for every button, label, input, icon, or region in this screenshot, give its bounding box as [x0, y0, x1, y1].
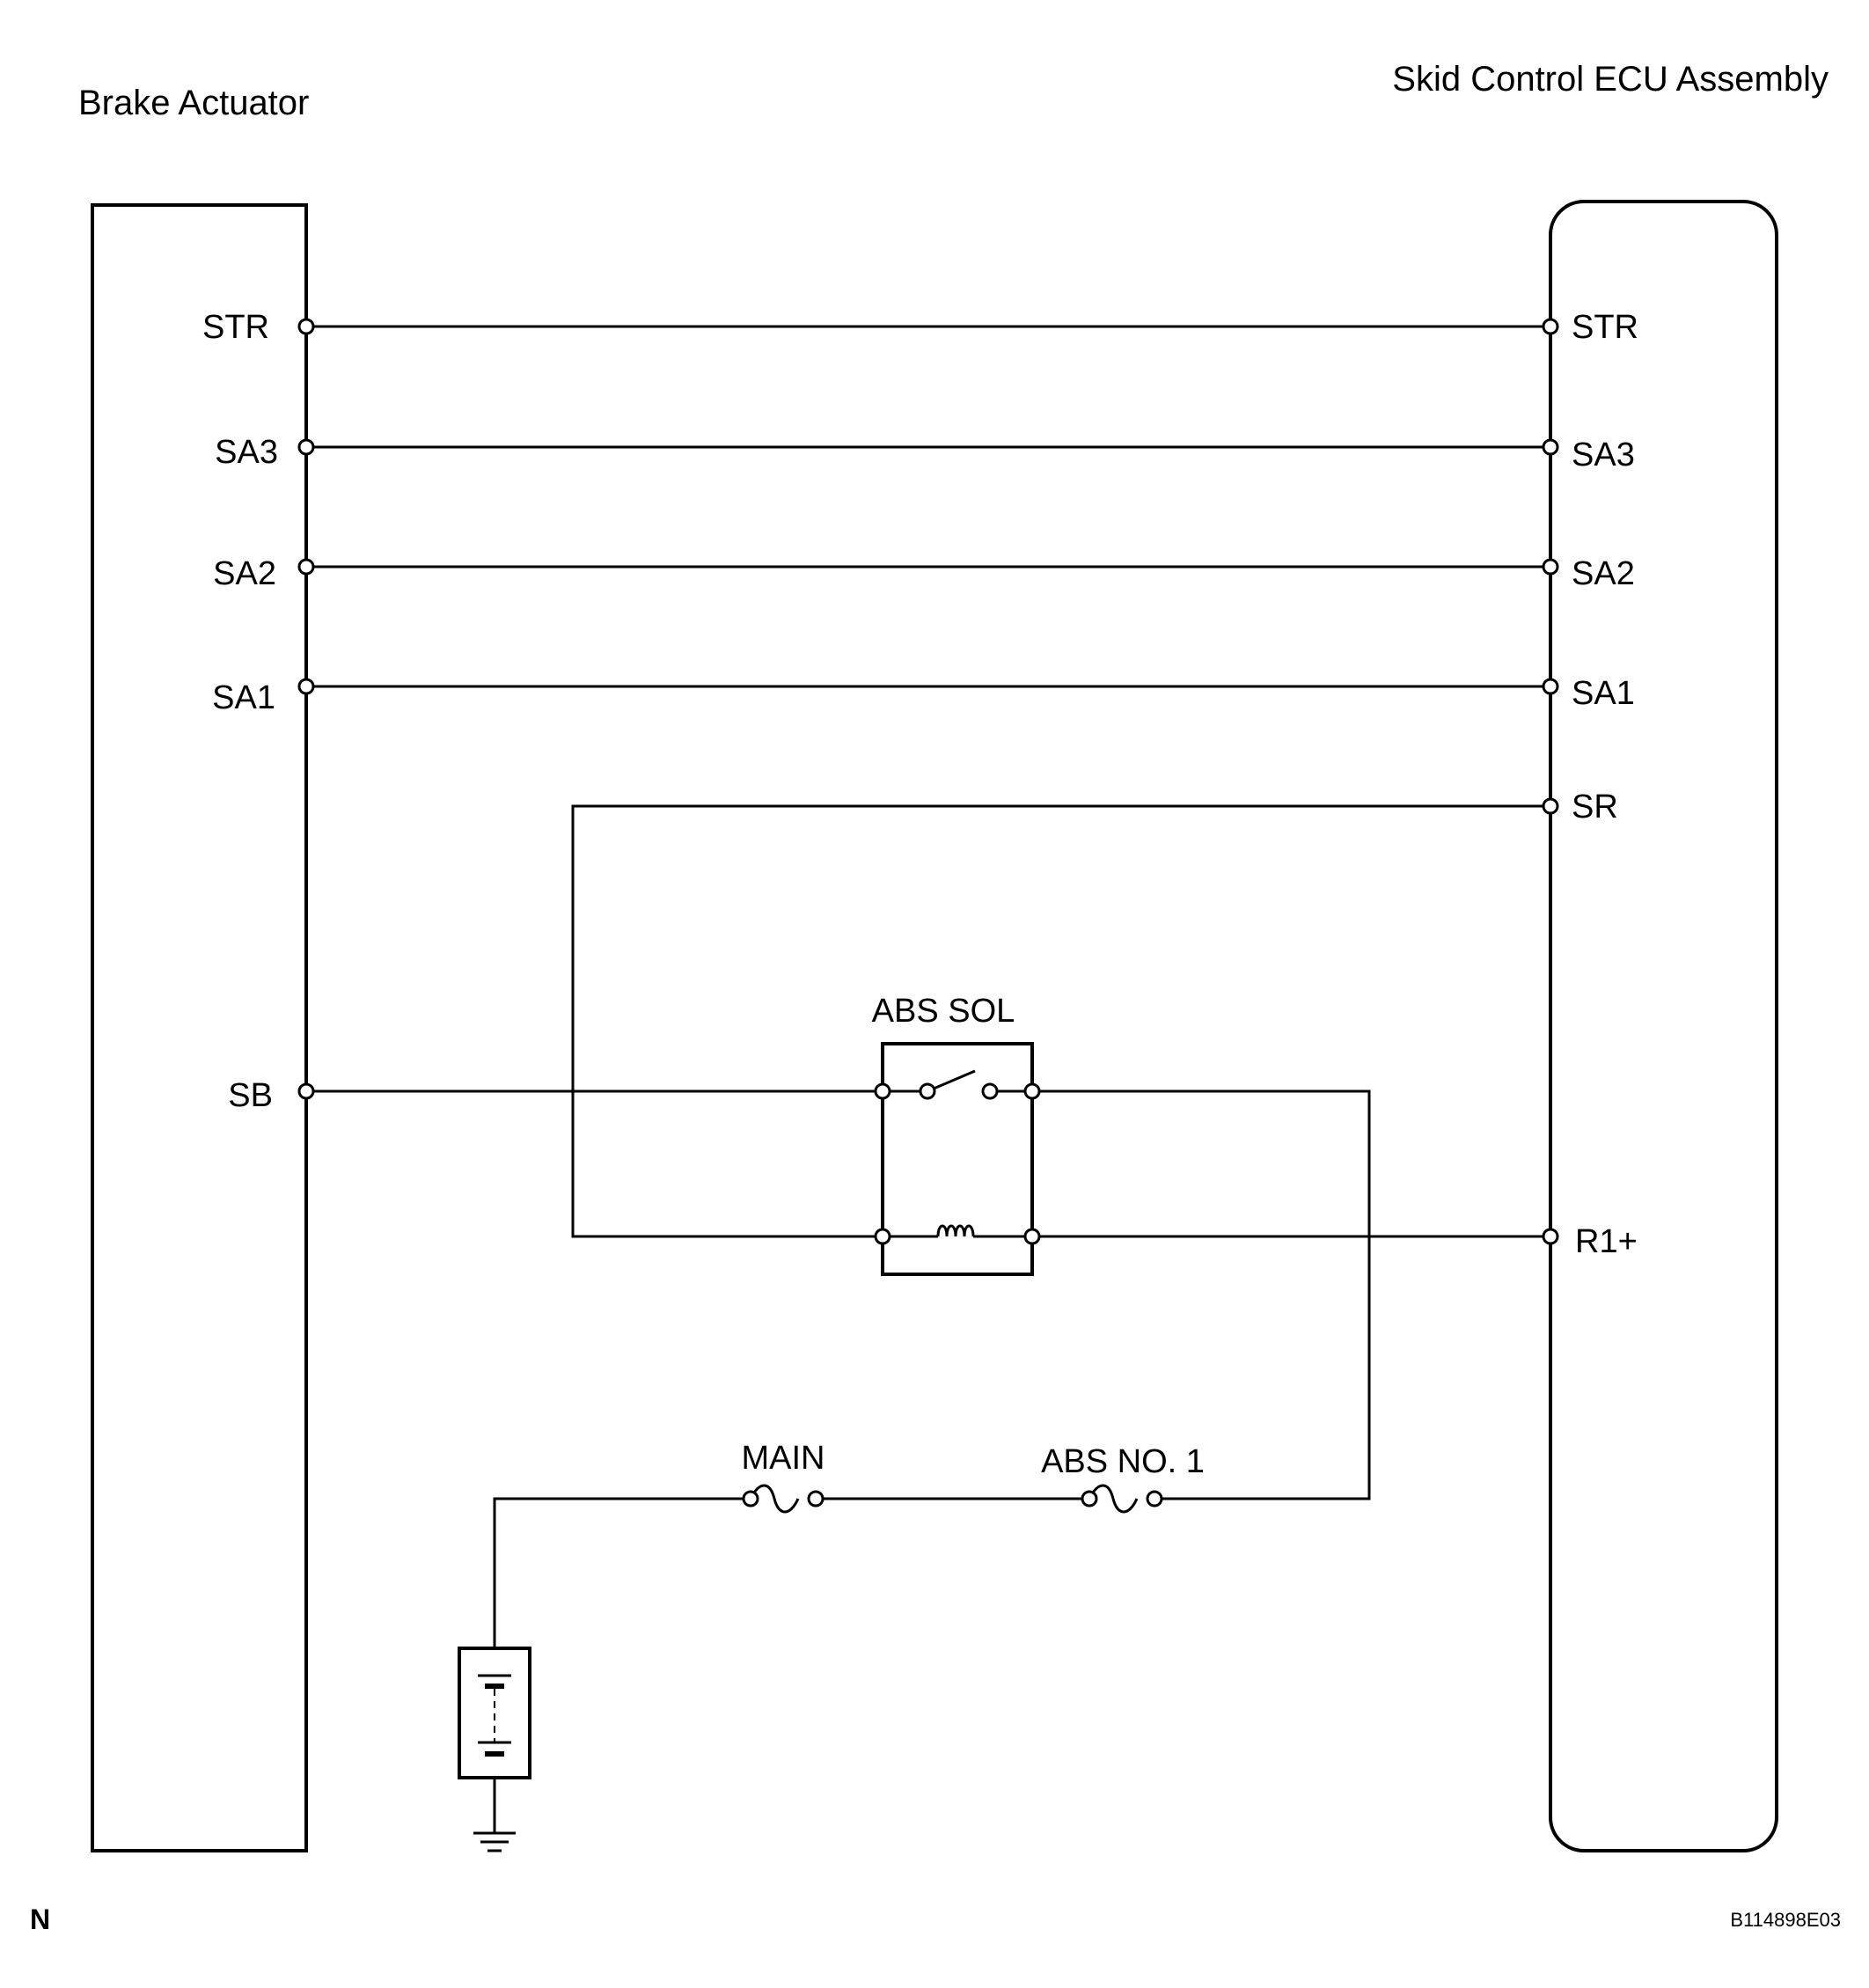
wire-sr	[571, 804, 1550, 1238]
relay-coil-icon	[936, 1224, 975, 1237]
relay-terminal-1	[874, 1082, 891, 1100]
actuator-terminal-sa3	[297, 438, 315, 456]
actuator-pin-sa1-label: SA1	[212, 679, 275, 716]
relay-switch-blade	[927, 1069, 976, 1093]
ecu-pin-sa3-label: SA3	[1572, 436, 1635, 473]
wire-main-to-battery	[493, 1497, 751, 1648]
figure-id: B114898E03	[1730, 1909, 1841, 1931]
relay-terminal-4	[1023, 1228, 1041, 1245]
footer-code: N	[30, 1904, 50, 1935]
abs-no1-fuse-icon	[1088, 1484, 1139, 1514]
main-fuse-terminal-right	[807, 1490, 825, 1508]
ecu-terminal-sa2	[1542, 558, 1559, 576]
relay-terminal-3	[874, 1228, 891, 1245]
relay-terminal-2	[1023, 1082, 1041, 1100]
abs-no1-fuse-terminal-right	[1146, 1490, 1163, 1508]
abs-no1-fuse-terminal-left	[1081, 1490, 1098, 1508]
relay-box	[881, 1042, 1034, 1276]
relay-switch-pivot	[919, 1082, 936, 1100]
actuator-terminal-sa1	[297, 678, 315, 695]
actuator-terminal-sb	[297, 1082, 315, 1100]
ecu-box	[1549, 200, 1778, 1852]
ecu-pin-sa1-label: SA1	[1572, 675, 1635, 712]
abs-no1-fuse-label: ABS NO. 1	[1041, 1443, 1205, 1480]
main-fuse-terminal-left	[742, 1490, 759, 1508]
ecu-pin-sr-label: SR	[1572, 789, 1618, 825]
relay-label: ABS SOL	[872, 993, 1015, 1030]
ecu-terminal-r1plus	[1542, 1228, 1559, 1245]
ecu-terminal-sa3	[1542, 438, 1559, 456]
ecu-pin-sa2-label: SA2	[1572, 555, 1635, 592]
ecu-terminal-sa1	[1542, 678, 1559, 695]
actuator-terminal-str	[297, 318, 315, 335]
ecu-terminal-str	[1542, 318, 1559, 335]
main-fuse-label: MAIN	[742, 1440, 825, 1477]
ecu-pin-str-label: STR	[1572, 309, 1638, 346]
actuator-pin-sa3-label: SA3	[215, 434, 278, 471]
actuator-terminal-sa2	[297, 558, 315, 576]
actuator-pin-sb-label: SB	[228, 1077, 273, 1114]
ecu-pin-r1plus-label: R1+	[1575, 1223, 1638, 1260]
actuator-pin-sa2-label: SA2	[213, 555, 276, 592]
battery-icon	[458, 1647, 531, 1779]
ecu-terminal-sr	[1542, 797, 1559, 815]
wire-relay-to-fuse	[1032, 1089, 1371, 1500]
brake-actuator-title: Brake Actuator	[78, 84, 309, 122]
main-fuse-icon	[749, 1484, 800, 1514]
brake-actuator-box	[91, 203, 308, 1852]
relay-switch-contact	[981, 1082, 999, 1100]
ecu-title: Skid Control ECU Assembly	[1392, 60, 1829, 99]
actuator-pin-str-label: STR	[202, 309, 269, 346]
